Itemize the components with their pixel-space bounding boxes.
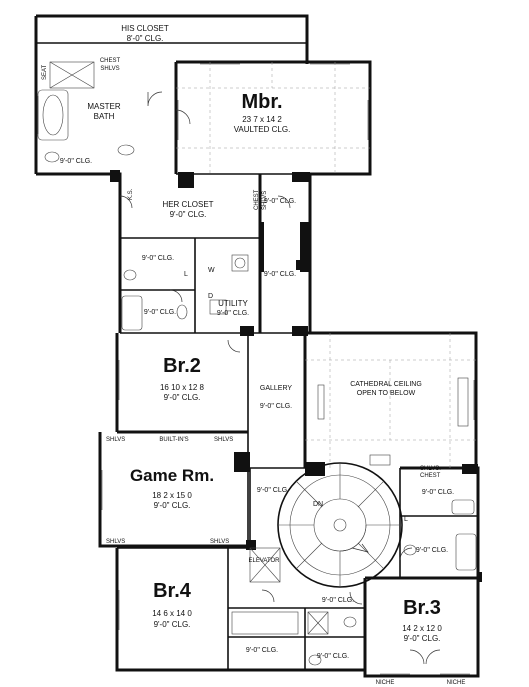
hall-clg-a: 9'-0" CLG. — [264, 198, 296, 205]
hall-clg-b: 9'-0" CLG. — [264, 271, 296, 278]
mbr-name: Mbr. — [241, 91, 282, 113]
seat-label: SEAT — [42, 64, 48, 80]
chest-top-1: CHEST — [100, 58, 121, 64]
game-shlvs-bl: SHLVS — [106, 539, 125, 545]
chest-top-2: SHLVS — [100, 66, 119, 72]
bath-low2-clg: 9'-0" CLG. — [317, 653, 349, 660]
br2-size: 16 10 x 12 8 — [160, 383, 205, 392]
master-bath-1: MASTER — [87, 102, 121, 111]
mbr-size: 23 7 x 14 2 — [242, 115, 282, 124]
utility-name: UTILITY — [218, 299, 248, 308]
column-blocks — [110, 170, 482, 582]
br3-niche-left: NICHE — [376, 680, 395, 686]
her-closet-title: HER CLOSET — [162, 200, 213, 209]
cathedral-2: OPEN TO BELOW — [357, 390, 416, 397]
game-clg: 9'-0" CLG. — [154, 501, 191, 510]
l-mark-b: L — [404, 516, 408, 523]
fixtures — [37, 61, 477, 666]
bath-low-clg: 9'-0" CLG. — [246, 647, 278, 654]
gallery-name: GALLERY — [260, 385, 292, 392]
stair-clg: 9'-0" CLG. — [257, 487, 289, 494]
l-mark-a: L — [184, 271, 188, 278]
windows — [37, 63, 475, 675]
br4-clg: 9'-0" CLG. — [154, 620, 191, 629]
chest-mid-1: CHEST — [254, 189, 260, 210]
right-bath-clg: 9'-0" CLG. — [422, 489, 454, 496]
br3-clg: 9'-0" CLG. — [404, 634, 441, 643]
master-bath-2: BATH — [94, 112, 115, 121]
br3-size: 14 2 x 12 0 — [402, 624, 442, 633]
game-shlvs-br: SHLVS — [210, 539, 229, 545]
chest-mid-2: SHLVS — [262, 191, 268, 210]
game-size: 18 2 x 15 0 — [152, 491, 192, 500]
br2-clg: 9'-0" CLG. — [164, 393, 201, 402]
elevator-label: ELEVATOR — [248, 558, 280, 564]
his-closet-title: HIS CLOSET — [121, 24, 169, 33]
game-builtins: BUILT-IN'S — [159, 437, 188, 443]
hall-low-clg: 9'-0" CLG. — [322, 597, 354, 604]
game-shlvs-tl: SHLVS — [106, 437, 125, 443]
bath-clg: 9'-0" CLG. — [60, 158, 92, 165]
spiral-stair — [277, 462, 403, 588]
game-shlvs-tr: SHLVS — [214, 437, 233, 443]
stair-dn: DN — [313, 501, 323, 508]
wc-clg: 9'-0" CLG. — [142, 255, 174, 262]
right-bath2-clg: 9'-0" CLG. — [416, 547, 448, 554]
mbr-clg: VAULTED CLG. — [234, 125, 291, 134]
shlvs-chest-2: CHEST — [420, 473, 441, 479]
ks-label: K.S. — [128, 188, 134, 200]
bath2-clg: 9'-0" CLG. — [144, 309, 176, 316]
labels: HIS CLOSET 8'-0" CLG. CHEST SHLVS SEAT M… — [42, 24, 465, 686]
her-closet-clg: 9'-0" CLG. — [170, 210, 207, 219]
utility-clg: 9'-0" CLG. — [217, 310, 249, 317]
br3-name: Br.3 — [403, 597, 441, 619]
br4-size: 14 6 x 14 0 — [152, 609, 192, 618]
cathedral-1: CATHEDRAL CEILING — [350, 381, 422, 388]
br2-name: Br.2 — [163, 355, 201, 377]
his-closet-clg: 8'-0" CLG. — [127, 34, 164, 43]
ceiling-grids — [176, 62, 476, 468]
br4-name: Br.4 — [153, 580, 192, 602]
game-name: Game Rm. — [130, 466, 214, 485]
utility-d: D — [208, 293, 213, 300]
utility-w: W — [208, 267, 215, 274]
shlvs-chest-1: SHLVS. — [420, 466, 441, 472]
br3-niche-right: NICHE — [447, 680, 466, 686]
gallery-clg: 9'-0" CLG. — [260, 403, 292, 410]
